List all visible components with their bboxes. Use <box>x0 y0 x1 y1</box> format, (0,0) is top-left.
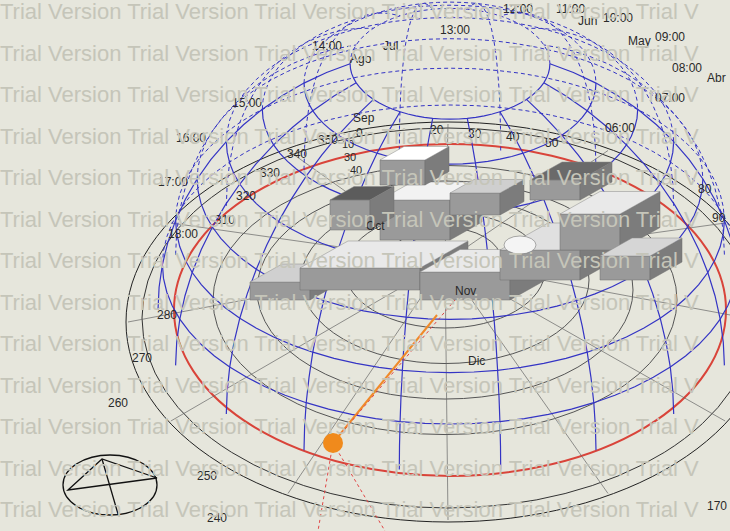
watermark-text: Trial Version Trial Version Trial Versio… <box>0 375 699 397</box>
watermark-text: Trial Version Trial Version Trial Versio… <box>0 209 699 231</box>
watermark-text: Trial Version Trial Version Trial Versio… <box>0 250 699 272</box>
azimuth-label: 340 <box>287 148 307 161</box>
watermark-text: Trial Version Trial Version Trial Versio… <box>0 292 699 314</box>
watermark-text: Trial Version Trial Version Trial Versio… <box>0 416 699 438</box>
azimuth-label: 90 <box>712 212 725 225</box>
watermark-text: Trial Version Trial Version Trial Versio… <box>0 126 699 148</box>
watermark-text: Trial Version Trial Version Trial Versio… <box>0 333 699 355</box>
watermark-text: Trial Version Trial Version Trial Versio… <box>0 167 699 189</box>
azimuth-label: 80 <box>698 183 711 196</box>
watermark-text: Trial Version Trial Version Trial Versio… <box>0 84 699 106</box>
hour-label: 13:00 <box>440 24 470 37</box>
azimuth-label: 320 <box>236 190 256 203</box>
watermark-text: Trial Version Trial Version Trial Versio… <box>0 499 699 521</box>
month-label: Dic <box>468 355 485 368</box>
azimuth-label: 170 <box>707 500 727 513</box>
building-roof <box>380 147 449 161</box>
watermark-text: Trial Version Trial Version Trial Versio… <box>0 458 699 480</box>
dome-parallel <box>226 18 673 142</box>
azimuth-label: 260 <box>108 397 128 410</box>
watermark-text: Trial Version Trial Version Trial Versio… <box>0 1 699 23</box>
month-label: Abr <box>707 72 726 85</box>
watermark-text: Trial Version Trial Version Trial Versio… <box>0 43 699 65</box>
altitude-label: 30 <box>344 151 356 163</box>
month-label: Sep <box>353 112 374 125</box>
